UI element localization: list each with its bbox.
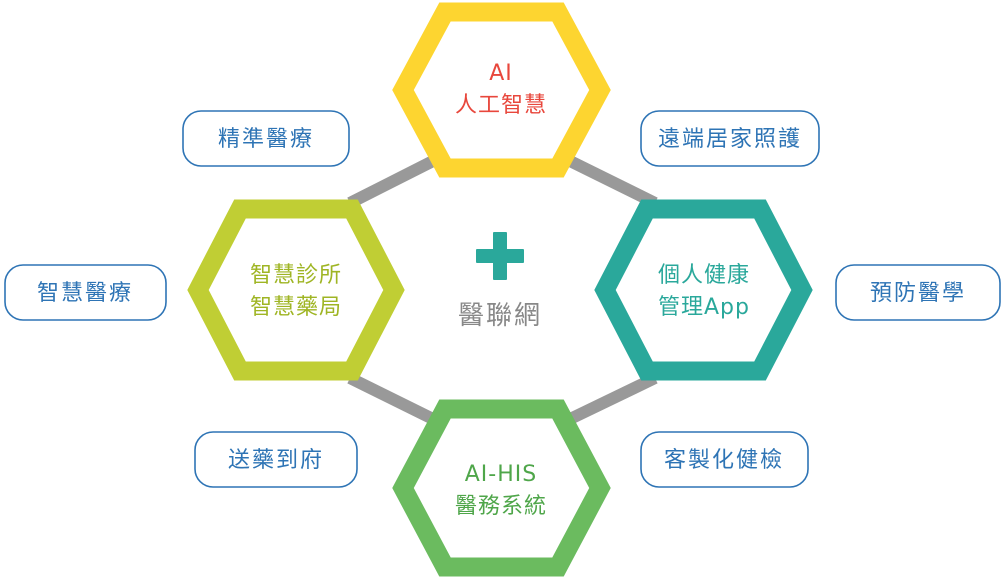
hexagon-bottom-line-2: 醫務系統: [455, 494, 547, 519]
pill-smart-medicine-box: [4, 264, 167, 321]
hexagon-top: AI 人工智慧: [392, 2, 611, 178]
pill-drug-delivery: 送藥到府: [194, 431, 358, 488]
center-label: 醫聯網: [458, 301, 542, 331]
hexagon-top-line-2: 人工智慧: [455, 93, 547, 118]
hexagon-left-line-2: 智慧藥局: [250, 295, 342, 320]
pill-remote-home-care-label: 遠端居家照護: [658, 127, 802, 152]
hexagon-bottom-line-1: AI-HIS: [465, 462, 537, 487]
hexagon-top-line-1: AI: [489, 61, 513, 86]
connector-right-bottom: [565, 372, 658, 426]
hexagon-top-shape: [392, 2, 611, 178]
pill-drug-delivery-box: [194, 431, 358, 488]
center-node: 醫聯網: [458, 232, 542, 331]
hexagon-right-shape: [594, 199, 813, 381]
pill-smart-medicine-label: 智慧醫療: [37, 281, 133, 306]
pill-remote-home-care-box: [640, 110, 820, 167]
pill-custom-health-check-box: [640, 431, 809, 488]
hexagon-left: 智慧診所 智慧藥局: [187, 199, 405, 381]
connectors: [347, 154, 658, 426]
plus-icon: [476, 232, 524, 280]
hexagon-bottom-shape: [392, 399, 611, 577]
pill-remote-home-care: 遠端居家照護: [640, 110, 820, 167]
connector-left-bottom: [347, 372, 438, 426]
pill-custom-health-check: 客製化健檢: [640, 431, 809, 488]
pill-custom-health-check-label: 客製化健檢: [664, 448, 784, 473]
pill-preventive-medicine-box: [835, 264, 1001, 321]
hexagon-left-shape: [187, 199, 405, 381]
hexagon-left-line-1: 智慧診所: [250, 263, 342, 288]
connector-top-left: [347, 154, 438, 209]
pill-preventive-medicine-label: 預防醫學: [870, 281, 966, 306]
pill-drug-delivery-label: 送藥到府: [228, 448, 324, 473]
pill-precision-medicine: 精準醫療: [182, 110, 350, 167]
connector-top-right: [565, 154, 658, 209]
pill-precision-medicine-label: 精準醫療: [218, 127, 314, 152]
hexagon-right: 個人健康 管理App: [594, 199, 813, 381]
pill-preventive-medicine: 預防醫學: [835, 264, 1001, 321]
hexagon-bottom: AI-HIS 醫務系統: [392, 399, 611, 577]
plus-icon-vertical: [493, 232, 507, 280]
pill-precision-medicine-box: [182, 110, 350, 167]
hexagon-right-line-1: 個人健康: [658, 263, 750, 288]
hexagon-right-line-2: 管理App: [658, 295, 750, 320]
pill-smart-medicine: 智慧醫療: [4, 264, 167, 321]
